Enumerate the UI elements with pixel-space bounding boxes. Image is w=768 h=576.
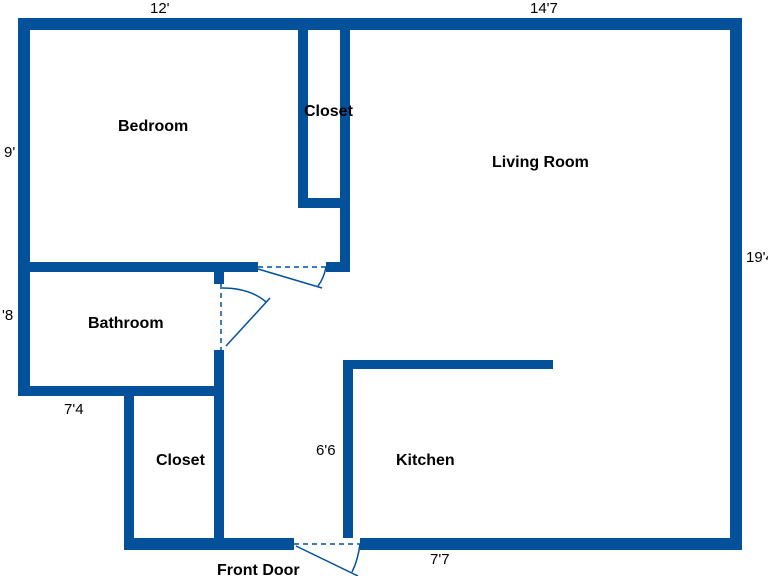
living-room-label: Living Room	[492, 154, 589, 171]
room-labels: Bedroom Closet Living Room Bathroom Clos…	[88, 103, 589, 576]
bathroom-label: Bathroom	[88, 315, 164, 332]
dim-top-left: 12'	[150, 0, 170, 17]
walls	[18, 18, 742, 550]
closet-bottom-label: Closet	[156, 452, 206, 469]
wall-closet-right	[214, 350, 224, 550]
dim-right: 19'4	[746, 249, 768, 266]
wall-closet-top-left	[298, 30, 308, 208]
wall-closet-left	[124, 396, 134, 550]
kitchen-label: Kitchen	[396, 452, 455, 469]
wall-bottom-right	[360, 538, 742, 550]
wall-kitchen-top	[343, 360, 553, 369]
bathroom-door	[220, 284, 271, 350]
wall-bedroom-bottom	[18, 262, 258, 272]
doors	[220, 266, 361, 576]
dim-top-right: 14'7	[530, 0, 558, 17]
dim-left-upper: 9'	[4, 144, 15, 161]
wall-closet-top-right	[340, 30, 350, 271]
wall-closet-top-bottom	[298, 198, 350, 208]
dim-left-lower: '8	[2, 307, 13, 324]
dim-kitchen-bottom: 7'7	[430, 551, 450, 568]
dim-kitchen-side: 6'6	[316, 442, 336, 459]
front-door-label: Front Door	[217, 562, 300, 576]
wall-top	[18, 18, 742, 30]
dim-bathroom-bottom: 7'4	[64, 401, 84, 418]
wall-bath-door-jamb	[214, 272, 224, 284]
wall-bottom-left	[124, 538, 294, 550]
wall-bedroom-door-jamb	[326, 262, 350, 272]
wall-kitchen-left	[343, 360, 353, 538]
bedroom-door	[257, 266, 327, 289]
bedroom-label: Bedroom	[118, 118, 188, 135]
front-door	[294, 543, 361, 576]
wall-left	[18, 18, 30, 396]
closet-top-label: Closet	[304, 103, 354, 120]
wall-bath-bottom	[18, 386, 222, 396]
wall-right	[730, 18, 742, 550]
